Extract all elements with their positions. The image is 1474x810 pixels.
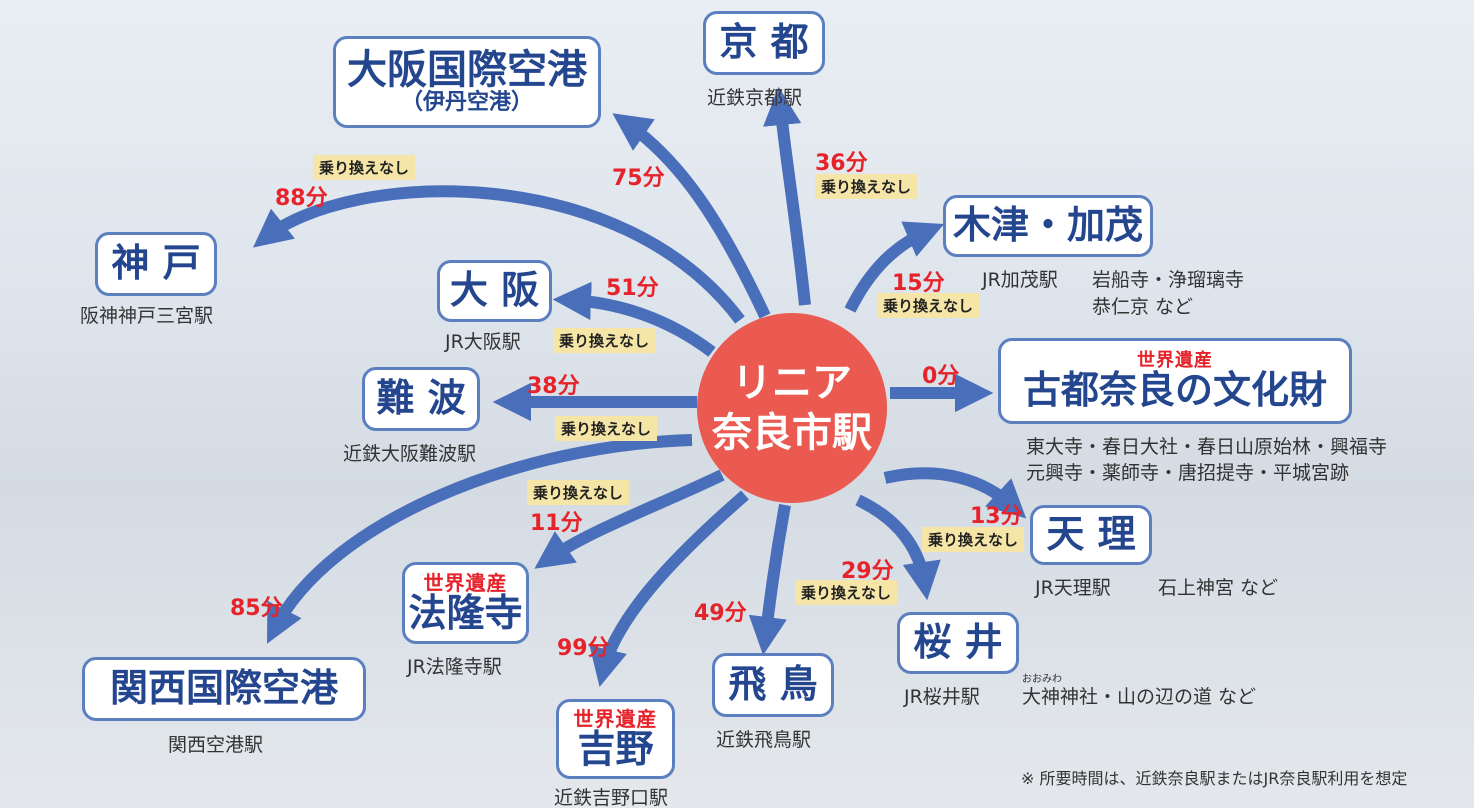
box-kyoto: 京 都 (703, 11, 825, 75)
sakurai-station: JR桜井駅 (904, 686, 980, 708)
arrow-kix (267, 434, 693, 644)
sakurai-spots: 大神神社・山の辺の道 など (1022, 686, 1257, 708)
box-kix: 関西国際空港 (82, 657, 366, 721)
arrow-kyoto (763, 86, 811, 306)
sakurai-name: 桜 井 (913, 620, 1003, 665)
osaka-name: 大 阪 (449, 268, 540, 313)
box-itami-airport: 大阪国際空港 （伊丹空港） (333, 36, 601, 128)
box-namba: 難 波 (362, 367, 480, 431)
no-transfer-osaka: 乗り換えなし (553, 328, 656, 353)
horyuji-heritage-label: 世界遺産 (423, 570, 508, 595)
horyuji-name: 法隆寺 (408, 590, 523, 635)
nara-spots-2: 元興寺・薬師寺・唐招提寺・平城宮跡 (1026, 462, 1350, 484)
kobe-name: 神 戸 (111, 241, 201, 286)
arrow-kizu (844, 221, 945, 313)
no-transfer-kizu: 乗り換えなし (877, 293, 980, 318)
namba-name: 難 波 (376, 376, 466, 421)
footnote: ※ 所要時間は、近鉄奈良駅またはJR奈良駅利用を想定 (1021, 769, 1408, 788)
tenri-name: 天 理 (1046, 512, 1136, 557)
time-itami: 75分 (612, 166, 665, 191)
tenri-station: JR天理駅 (1035, 577, 1111, 599)
time-kyoto: 36分 (815, 151, 868, 176)
time-nara: 0分 (922, 364, 960, 389)
horyuji-station: JR法隆寺駅 (407, 656, 502, 678)
box-sakurai: 桜 井 (897, 612, 1019, 674)
arrow-asuka (748, 503, 791, 656)
time-asuka: 49分 (694, 601, 747, 626)
box-kobe: 神 戸 (95, 232, 217, 296)
time-kizu: 15分 (892, 271, 945, 296)
linear-nara-station-hub: リニア 奈良市駅 (697, 313, 887, 503)
box-osaka: 大 阪 (437, 260, 552, 322)
itami-name: 大阪国際空港 (347, 47, 587, 94)
kyoto-name: 京 都 (719, 20, 809, 65)
kyoto-station: 近鉄京都駅 (707, 87, 803, 109)
no-transfer-kobe: 乗り換えなし (313, 155, 416, 180)
namba-station: 近鉄大阪難波駅 (343, 443, 477, 465)
box-tenri: 天 理 (1030, 505, 1152, 565)
arrow-sakurai (855, 494, 941, 601)
box-kizu-kamo: 木津・加茂 (943, 195, 1153, 257)
tenri-spots: 石上神宮 など (1158, 577, 1279, 599)
nara-name: 古都奈良の文化財 (1022, 367, 1327, 412)
itami-subname: （伊丹空港） (400, 90, 533, 116)
time-sakurai: 29分 (841, 559, 894, 584)
yoshino-heritage-label: 世界遺産 (573, 706, 658, 731)
yoshino-name: 吉野 (577, 726, 654, 771)
kix-name: 関西国際空港 (109, 666, 338, 711)
box-nara-heritage: 世界遺産 古都奈良の文化財 (998, 338, 1352, 424)
no-transfer-horyuji: 乗り換えなし (527, 480, 630, 505)
time-kobe: 88分 (275, 186, 328, 211)
no-transfer-tenri: 乗り換えなし (922, 527, 1025, 552)
no-transfer-namba: 乗り換えなし (555, 416, 658, 441)
no-transfer-kyoto: 乗り換えなし (815, 174, 918, 199)
kizu-spots-2: 恭仁京 など (1092, 296, 1194, 318)
asuka-name: 飛 鳥 (728, 662, 818, 707)
hub-line-2: 奈良市駅 (712, 410, 872, 456)
kizu-station: JR加茂駅 (982, 269, 1058, 291)
nara-heritage-label: 世界遺産 (1137, 349, 1213, 371)
kobe-station: 阪神神戸三宮駅 (80, 305, 214, 327)
box-asuka: 飛 鳥 (712, 653, 834, 717)
yoshino-station: 近鉄吉野口駅 (554, 787, 669, 809)
asuka-station: 近鉄飛鳥駅 (716, 729, 812, 751)
arrow-kobe (252, 185, 745, 324)
time-kix: 85分 (230, 596, 283, 621)
box-yoshino: 世界遺産 吉野 (556, 699, 675, 779)
no-transfer-sakurai: 乗り換えなし (795, 580, 898, 605)
arrow-horyuji (534, 469, 725, 569)
time-tenri: 13分 (970, 504, 1023, 529)
hub-line-1: リニア (732, 360, 852, 406)
sakurai-ruby: おおみわ (1022, 674, 1062, 685)
time-namba: 38分 (527, 374, 580, 399)
arrow-tenri (883, 467, 1027, 519)
arrow-yoshino (589, 490, 749, 687)
osaka-station: JR大阪駅 (445, 331, 521, 353)
arrow-osaka (552, 281, 716, 357)
time-osaka: 51分 (606, 276, 659, 301)
box-horyuji: 世界遺産 法隆寺 (402, 562, 529, 644)
time-yoshino: 99分 (557, 636, 610, 661)
kizu-spots-1: 岩船寺・浄瑠璃寺 (1092, 269, 1245, 291)
kix-station: 関西空港駅 (168, 734, 264, 756)
arrow-itami (612, 113, 771, 319)
time-horyuji: 11分 (530, 511, 583, 536)
kizu-name: 木津・加茂 (952, 203, 1143, 248)
nara-spots-1: 東大寺・春日大社・春日山原始林・興福寺 (1026, 436, 1388, 458)
